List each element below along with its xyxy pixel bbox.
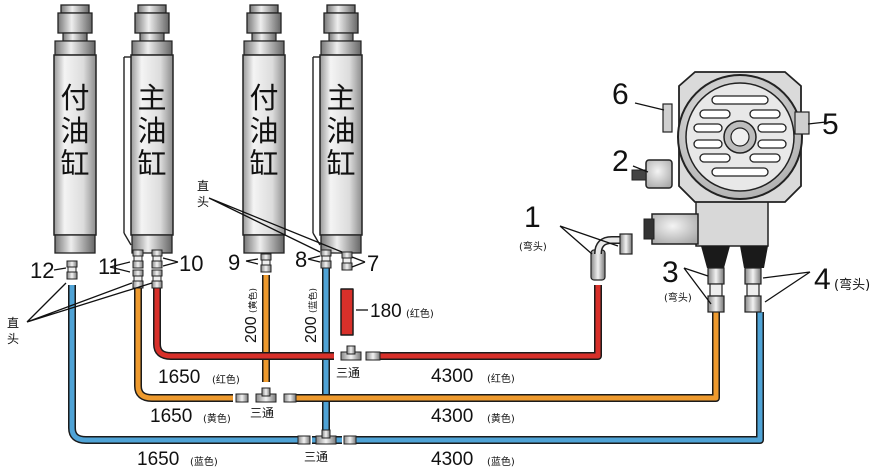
- cylinder-2-char-3: 缸: [137, 147, 166, 181]
- callout-10: 10: [179, 251, 203, 276]
- callout-numbers: 1 2 3 4 5 6 7 8 9 10 11 12: [30, 78, 839, 296]
- straight-label-left-1: 直: [7, 316, 19, 330]
- note-blue-4300: (蓝色): [487, 455, 515, 468]
- cylinder-3-char-3: 缸: [249, 147, 278, 181]
- length-yellow-1650: 1650: [150, 406, 192, 427]
- elbow-label-4: (弯头): [834, 277, 870, 293]
- callout-7: 7: [367, 251, 379, 276]
- cylinder-3-char-1: 付: [249, 81, 278, 115]
- straight-label-mid-1: 直: [197, 179, 209, 193]
- note-red-180: (红色): [406, 307, 434, 320]
- callout-1: 1: [524, 201, 541, 234]
- cylinder-2-char-2: 油: [137, 114, 166, 148]
- fitting-labels: 直 头 直 头 (弯头) (弯头) (弯头) 三通 三通 三通: [7, 179, 870, 464]
- straight-label-left-2: 头: [7, 332, 19, 346]
- main-cylinder-left: 主 油 缸: [123, 4, 174, 254]
- note-red-4300: (红色): [487, 372, 515, 385]
- pump-unit: [631, 71, 810, 313]
- elbow-label-3: (弯头): [664, 291, 692, 304]
- leader-lines: [26, 102, 827, 323]
- tee-yellow: [235, 387, 297, 403]
- length-red-1650: 1650: [158, 367, 200, 388]
- length-blue-4300: 4300: [431, 449, 473, 470]
- main-cylinder-right: 主 油 缸: [312, 4, 363, 254]
- callout-11: 11: [98, 254, 121, 279]
- length-blue-200: 200: [303, 316, 320, 343]
- cylinder-1-char-2: 油: [60, 114, 89, 148]
- cylinder-4-char-3: 缸: [326, 147, 355, 181]
- cylinder-4-char-2: 油: [326, 114, 355, 148]
- cylinder-4-char-1: 主: [326, 81, 355, 115]
- length-red-180: 180: [370, 301, 402, 322]
- callout-12: 12: [30, 258, 54, 283]
- callout-8: 8: [295, 247, 307, 272]
- elbow-label-1: (弯头): [519, 240, 547, 253]
- cylinder-1-char-3: 缸: [60, 147, 89, 181]
- tee-red: [340, 345, 381, 361]
- cylinder-1-char-1: 付: [60, 81, 89, 115]
- length-yellow-4300: 4300: [431, 406, 473, 427]
- tee-label-red: 三通: [336, 366, 360, 380]
- note-red-1650: (红色): [212, 373, 240, 386]
- callout-2: 2: [612, 145, 629, 178]
- hose-red: [153, 285, 602, 360]
- tee-label-blue: 三通: [304, 450, 328, 464]
- callout-6: 6: [612, 78, 629, 111]
- tee-label-yellow: 三通: [250, 406, 274, 420]
- callout-9: 9: [228, 250, 240, 275]
- note-blue-200: (蓝色): [307, 288, 319, 313]
- length-yellow-200: 200: [243, 316, 260, 343]
- note-blue-1650: (蓝色): [190, 455, 218, 468]
- callout-3: 3: [662, 256, 679, 289]
- note-yellow-1650: (黄色): [203, 412, 231, 425]
- length-blue-1650: 1650: [137, 449, 179, 470]
- callout-4: 4: [814, 263, 831, 296]
- cylinder-3-char-2: 油: [249, 114, 278, 148]
- tee-blue: [297, 429, 357, 445]
- straight-label-mid-2: 头: [197, 195, 209, 209]
- cylinder-2-char-1: 主: [137, 81, 166, 115]
- secondary-cylinder-left: 付 油 缸: [53, 4, 97, 254]
- note-yellow-200: (黄色): [247, 288, 259, 313]
- note-yellow-4300: (黄色): [487, 412, 515, 425]
- hose-length-labels: 1650 (红色) 1650 (黄色) 1650 (蓝色) 4300 (红色) …: [137, 288, 515, 470]
- length-red-4300: 4300: [431, 366, 473, 387]
- hose-yellow: [134, 275, 720, 402]
- callout-5: 5: [822, 108, 839, 141]
- secondary-cylinder-right: 付 油 缸: [242, 4, 286, 254]
- cylinder-fittings: [66, 233, 633, 289]
